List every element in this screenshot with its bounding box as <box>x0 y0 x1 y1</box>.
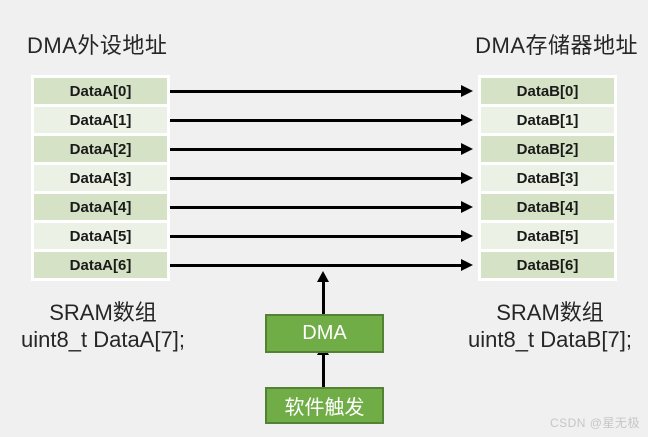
table-row: DataA[3] <box>34 165 167 191</box>
trigger-to-dma-arrow <box>317 344 329 387</box>
table-row: DataA[4] <box>34 194 167 220</box>
transfer-arrow-3 <box>170 172 473 184</box>
csdn-watermark: CSDN @星无极 <box>549 416 640 430</box>
table-row: DataB[4] <box>481 194 614 220</box>
table-row: DataA[1] <box>34 107 167 133</box>
dataA-caption: SRAM数组 uint8_t DataA[7]; <box>0 299 213 353</box>
table-row: DataA[2] <box>34 136 167 162</box>
peripheral-address-title: DMA外设地址 <box>27 33 168 58</box>
dataA-array-table: DataA[0] DataA[1] DataA[2] DataA[3] Data… <box>31 75 170 281</box>
table-row: DataB[3] <box>481 165 614 191</box>
transfer-arrow-2 <box>170 143 473 155</box>
dma-controller-box: DMA <box>265 314 384 353</box>
table-row: DataB[1] <box>481 107 614 133</box>
memory-address-title: DMA存储器地址 <box>475 33 638 58</box>
table-row: DataB[0] <box>481 78 614 104</box>
table-row: DataA[6] <box>34 252 167 278</box>
table-row: DataB[6] <box>481 252 614 278</box>
dataA-caption-line2: uint8_t DataA[7]; <box>21 327 185 352</box>
dma-to-transfers-arrow <box>317 271 329 314</box>
table-row: DataA[0] <box>34 78 167 104</box>
transfer-arrow-0 <box>170 85 473 97</box>
transfer-arrow-1 <box>170 114 473 126</box>
dataA-caption-line1: SRAM数组 <box>49 300 157 325</box>
dataB-caption-line2: uint8_t DataB[7]; <box>468 327 632 352</box>
software-trigger-box: 软件触发 <box>265 387 384 424</box>
transfer-arrow-4 <box>170 201 473 213</box>
transfer-arrow-6 <box>170 259 473 271</box>
dataB-array-table: DataB[0] DataB[1] DataB[2] DataB[3] Data… <box>478 75 617 281</box>
table-row: DataB[5] <box>481 223 614 249</box>
dataB-caption-line1: SRAM数组 <box>496 300 604 325</box>
transfer-arrow-5 <box>170 230 473 242</box>
table-row: DataB[2] <box>481 136 614 162</box>
dataB-caption: SRAM数组 uint8_t DataB[7]; <box>440 299 648 353</box>
table-row: DataA[5] <box>34 223 167 249</box>
